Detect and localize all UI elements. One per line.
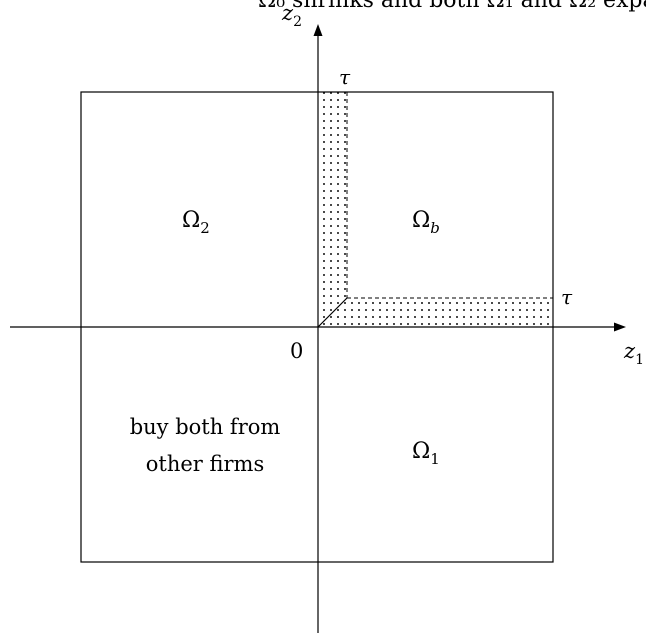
tau-right-label: τ [561, 285, 573, 309]
vertical-axis-label: z2 [281, 1, 302, 30]
tau-top-label: τ [339, 65, 351, 89]
diagonal-boundary-line [317, 297, 348, 328]
region-omega-2-label: Ω2 [182, 208, 210, 237]
region-buy-both-line2: other firms [146, 452, 264, 476]
region-omega-b-label: Ωb [412, 208, 440, 237]
vertical-axis-arrowhead [313, 24, 323, 36]
caption-fragment: Ω₀ shrinks and both Ω₁ and Ω₂ expand. [0, 0, 646, 14]
region-buy-both-line1: buy both from [130, 415, 281, 439]
origin-label: 0 [290, 339, 303, 363]
caption-text: Ω₀ shrinks and both Ω₁ and Ω₂ expand. [258, 0, 646, 13]
horizontal-dotted-band [318, 298, 553, 327]
vertical-dotted-band [318, 92, 347, 298]
region-omega-1-label: Ω1 [412, 439, 440, 468]
horizontal-axis-label: z1 [623, 339, 644, 368]
horizontal-axis-arrowhead [614, 322, 626, 332]
